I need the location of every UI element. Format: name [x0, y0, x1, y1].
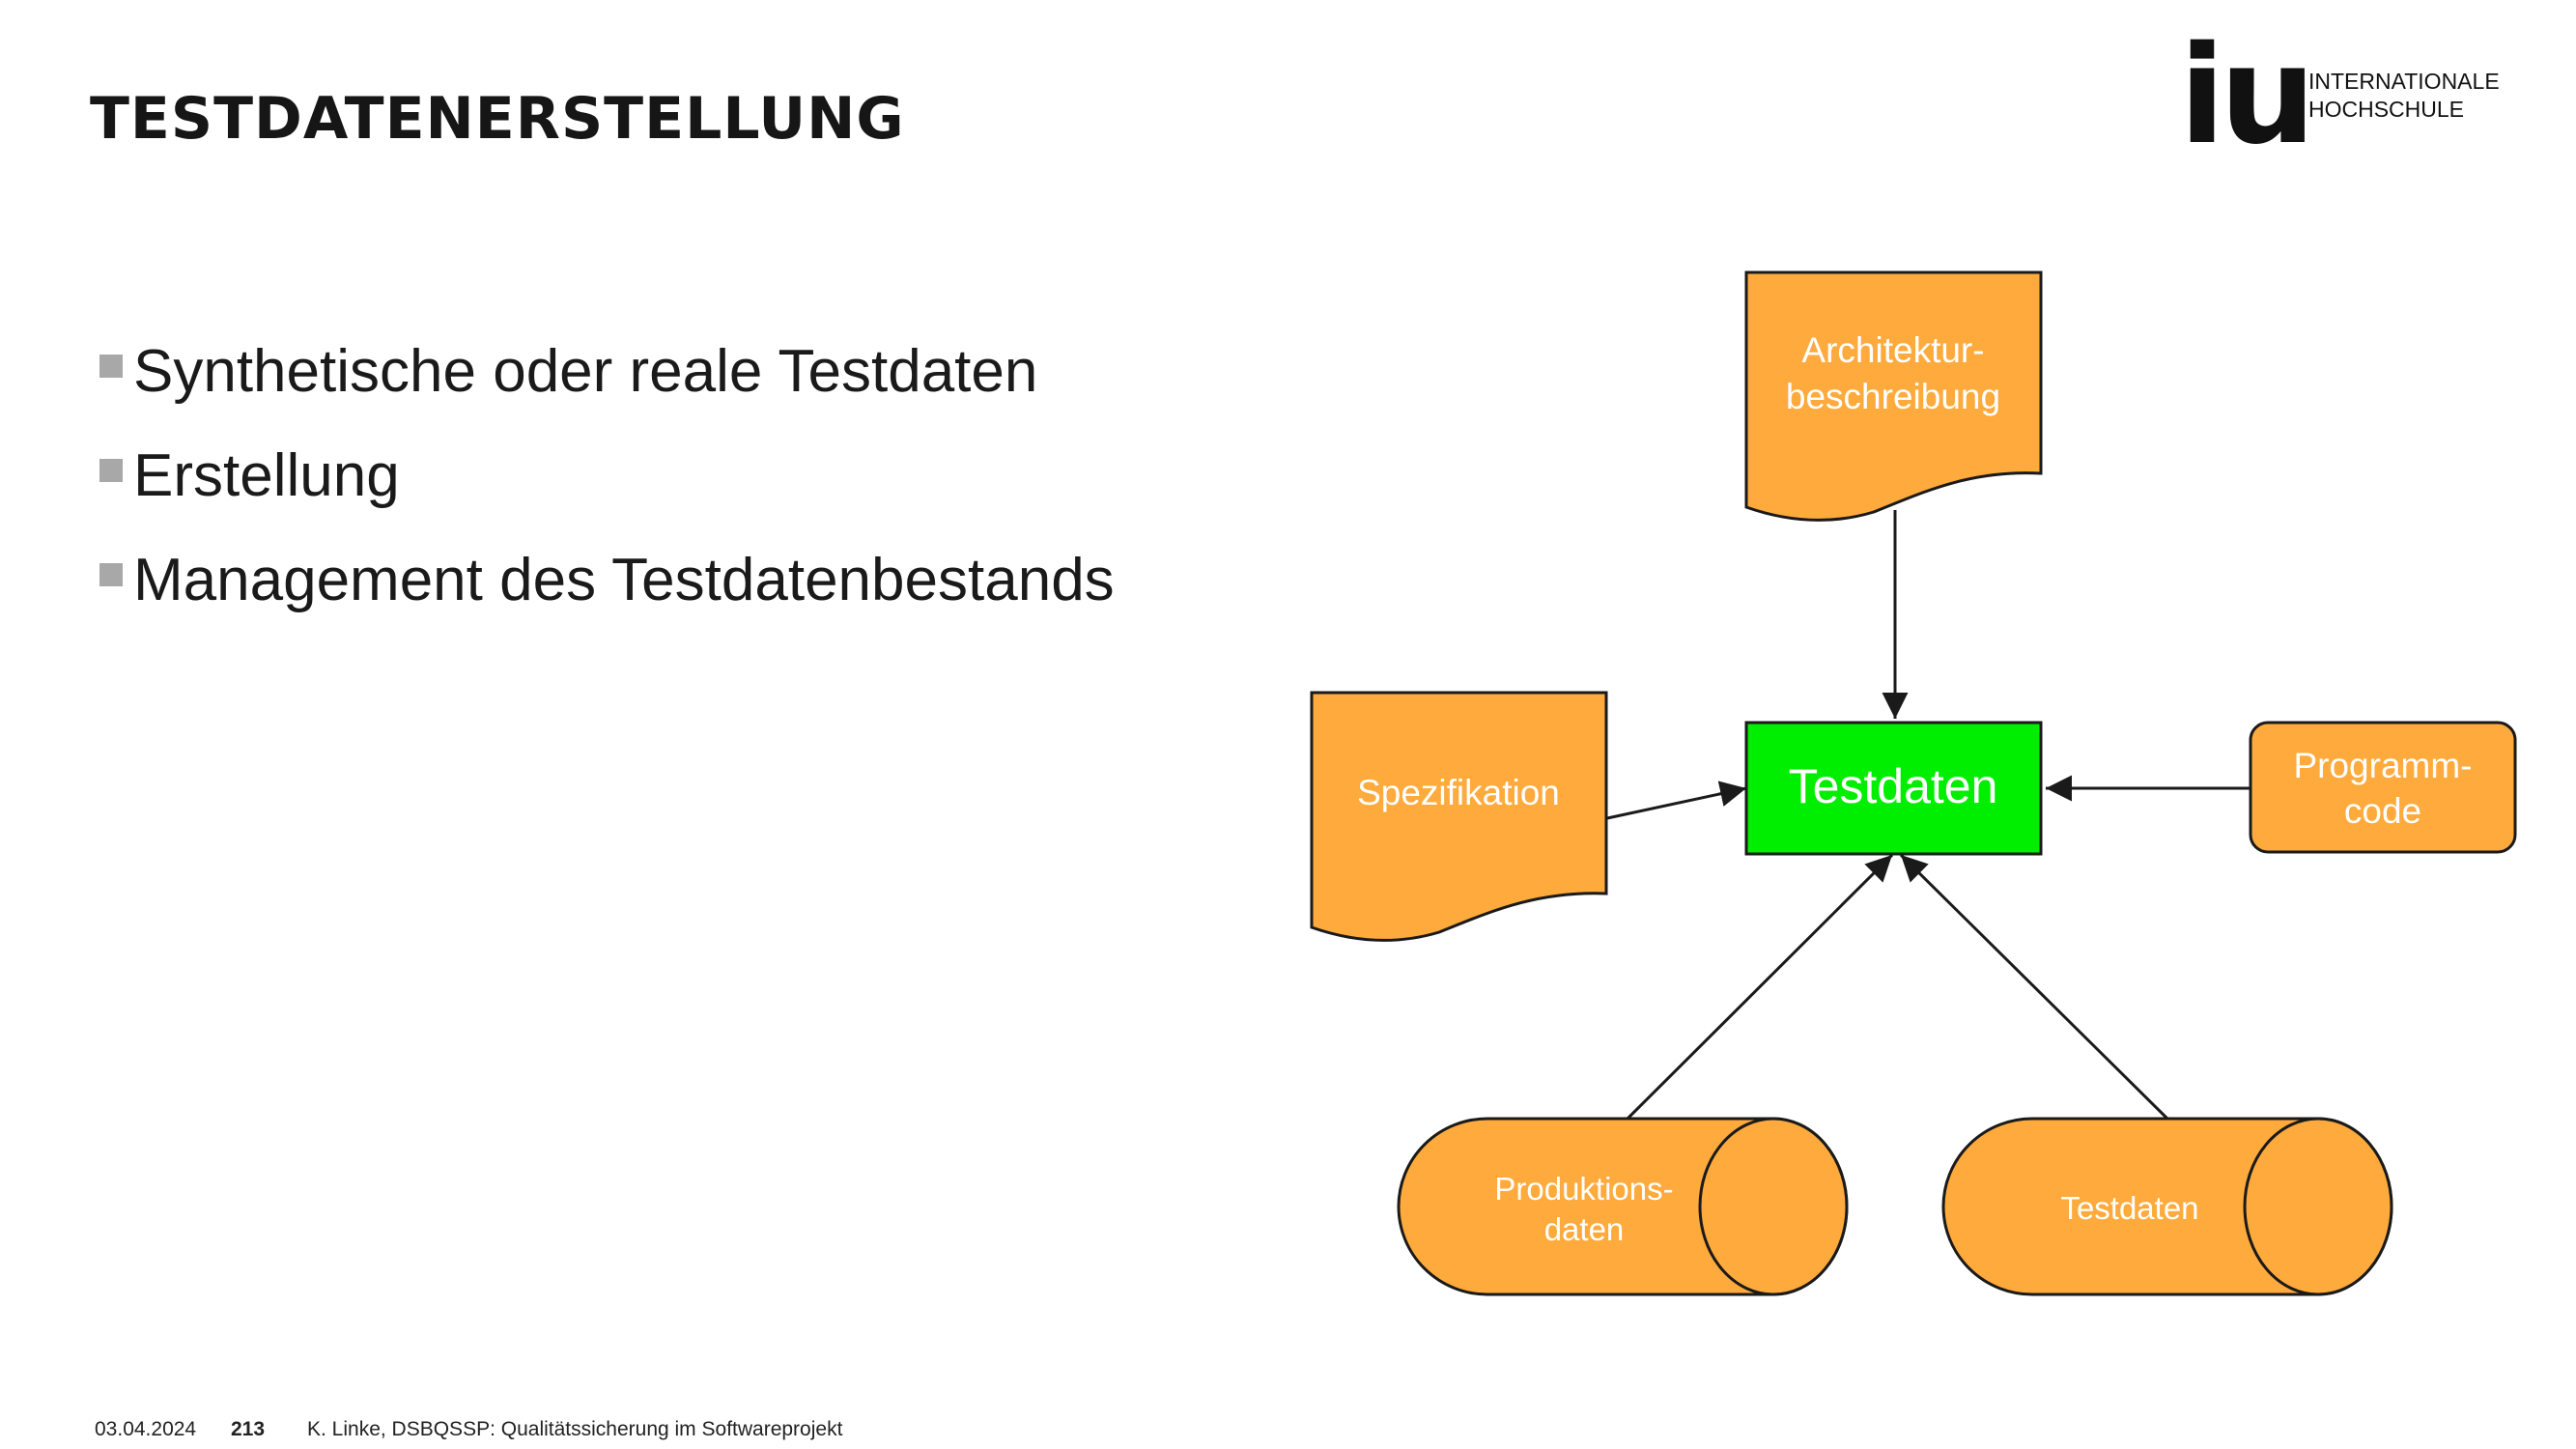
bullet-square-icon	[99, 355, 123, 378]
architektur-label-1: Architektur-	[1801, 330, 1984, 370]
logo-mark: iu	[2179, 17, 2316, 175]
bullet-square-icon	[99, 459, 123, 482]
footer-author-course: K. Linke, DSBQSSP: Qualitätssicherung im…	[307, 1418, 843, 1440]
arrow-spezifikation-to-testdaten	[1606, 781, 1747, 820]
testdaten-store-cylinder: Testdaten	[1941, 1117, 2393, 1296]
bullet-text: Erstellung	[133, 442, 400, 509]
bullet-text: Management des Testdatenbestands	[133, 547, 1115, 613]
testdaten-box-label: Testdaten	[1789, 759, 1998, 813]
slide-title: TESTDATENERSTELLUNG	[90, 85, 905, 153]
arrow-produktionsdaten-to-testdaten	[1624, 853, 1894, 1122]
spezifikation-document-shape	[1310, 691, 1608, 942]
produktionsdaten-cylinder-cap	[1698, 1117, 1849, 1296]
produktionsdaten-label-1: Produktions-	[1494, 1171, 1673, 1207]
bullet-item: Synthetische oder reale Testdaten	[99, 333, 1115, 438]
testdaten-store-label: Testdaten	[2060, 1190, 2198, 1226]
logo-line-1: INTERNATIONALE	[2308, 69, 2500, 94]
bullet-list: Synthetische oder reale Testdaten Erstel…	[99, 333, 1115, 646]
footer-date: 03.04.2024	[95, 1418, 197, 1440]
architektur-label-2: beschreibung	[1786, 377, 2000, 416]
testdaten-store-cylinder-cap	[2243, 1117, 2393, 1296]
programmcode-label-2: code	[2344, 791, 2421, 831]
testdaten-box: Testdaten	[1744, 721, 2043, 856]
bullet-item: Erstellung	[99, 438, 1115, 542]
architektur-document: Architektur- beschreibung	[1744, 270, 2043, 522]
iu-logo: iu INTERNATIONALE HOCHSCHULE	[2179, 17, 2507, 175]
footer-page-number: 213	[231, 1418, 266, 1440]
bullet-item: Management des Testdatenbestands	[99, 542, 1115, 646]
arrow-teststore-to-testdaten	[1899, 853, 2171, 1122]
spezifikation-document: Spezifikation	[1310, 691, 1608, 942]
architektur-document-shape	[1744, 270, 2043, 522]
bullet-square-icon	[99, 563, 123, 586]
testdaten-box-shape	[1744, 721, 2043, 856]
programmcode-box-shape	[2249, 721, 2517, 854]
produktionsdaten-label-2: daten	[1544, 1211, 1625, 1247]
logo-text: INTERNATIONALE HOCHSCHULE	[2308, 68, 2500, 124]
logo-line-2: HOCHSCHULE	[2308, 97, 2465, 122]
produktionsdaten-cylinder: Produktions- daten	[1397, 1117, 1849, 1296]
connectors	[1606, 510, 2250, 1122]
programmcode-label-1: Programm-	[2293, 746, 2472, 785]
bullet-text: Synthetische oder reale Testdaten	[133, 338, 1038, 405]
programmcode-box: Programm- code	[2249, 721, 2517, 854]
spezifikation-label: Spezifikation	[1357, 773, 1560, 812]
